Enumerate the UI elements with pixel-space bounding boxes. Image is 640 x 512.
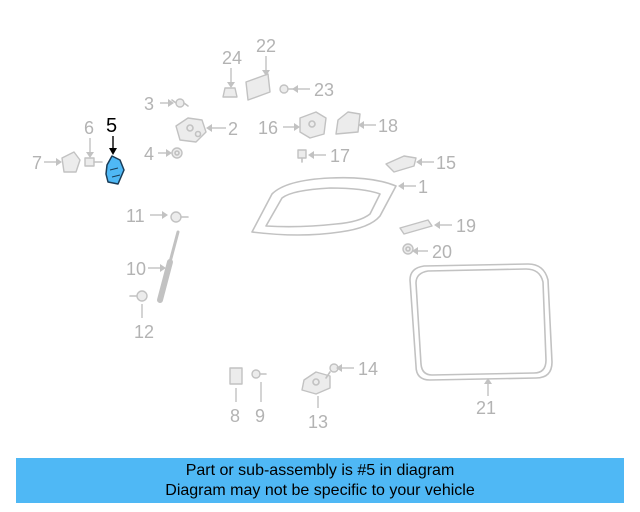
part-13[interactable]: 13 [301, 371, 331, 432]
label-16: 16 [258, 118, 278, 138]
part-7[interactable]: 7 [32, 151, 81, 173]
part-16[interactable]: 16 [258, 111, 327, 139]
label-18: 18 [378, 116, 398, 136]
part-24[interactable]: 24 [222, 48, 242, 98]
label-14: 14 [358, 359, 378, 379]
part-20[interactable]: 20 [402, 242, 452, 262]
part-18[interactable]: 18 [335, 111, 398, 136]
label-9: 9 [255, 406, 265, 426]
part-2[interactable]: 2 [175, 117, 238, 143]
label-15: 15 [436, 153, 456, 173]
label-22: 22 [256, 36, 276, 56]
part-4[interactable]: 4 [144, 144, 183, 164]
label-10: 10 [126, 259, 146, 279]
part-8[interactable]: 8 [229, 367, 243, 426]
label-19: 19 [456, 216, 476, 236]
label-17: 17 [330, 146, 350, 166]
label-3: 3 [144, 94, 154, 114]
part-5-highlighted[interactable]: 5 [105, 115, 125, 185]
part-14[interactable]: 14 [325, 359, 378, 379]
label-1: 1 [418, 177, 428, 197]
label-8: 8 [230, 406, 240, 426]
label-21: 21 [476, 398, 496, 418]
part-21[interactable]: 21 [409, 263, 553, 418]
label-2: 2 [228, 119, 238, 139]
part-15[interactable]: 15 [385, 153, 456, 173]
part-6[interactable]: 6 [84, 118, 103, 167]
label-7: 7 [32, 153, 42, 173]
label-6: 6 [84, 118, 94, 138]
part-19[interactable]: 19 [399, 216, 476, 236]
part-10[interactable]: 10 [126, 230, 180, 303]
label-13: 13 [308, 412, 328, 432]
caption-line-1: Part or sub-assembly is #5 in diagram [185, 462, 455, 479]
part-3[interactable]: 3 [144, 94, 189, 114]
part-9[interactable]: 9 [251, 369, 267, 426]
label-5: 5 [106, 115, 117, 137]
part-22[interactable]: 22 [245, 36, 276, 101]
caption-line-2: Diagram may not be specific to your vehi… [165, 482, 475, 499]
label-23: 23 [314, 80, 334, 100]
part-12[interactable]: 12 [129, 290, 154, 342]
label-20: 20 [432, 242, 452, 262]
part-17[interactable]: 17 [297, 146, 350, 166]
label-12: 12 [134, 322, 154, 342]
part-11[interactable]: 11 [126, 206, 189, 226]
part-23[interactable]: 23 [279, 80, 334, 100]
label-4: 4 [144, 144, 154, 164]
label-24: 24 [222, 48, 242, 68]
caption-banner: Part or sub-assembly is #5 in diagram Di… [16, 458, 624, 503]
label-11: 11 [126, 206, 145, 226]
part-1[interactable]: 1 [251, 176, 428, 236]
